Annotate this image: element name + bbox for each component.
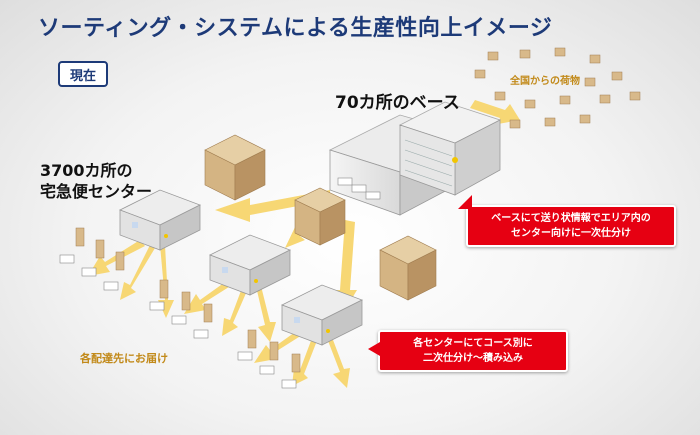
page-title: ソーティング・システムによる生産性向上イメージ [38, 16, 553, 41]
delivery-label: 各配達先にお届け [80, 352, 168, 365]
center-building-2 [209, 234, 291, 296]
center-building-1 [119, 189, 201, 251]
centers-label-line2: 宅急便センター [40, 182, 153, 201]
box-stack [204, 134, 437, 301]
delivery-vans [59, 254, 297, 389]
base-callout-line1: ベースにて送り状情報でエリア内の [491, 213, 651, 224]
parcel-piles [75, 227, 301, 373]
center-callout-line1: 各センターにてコース別に [413, 338, 533, 349]
base-building [328, 101, 502, 216]
cargo-label: 全国からの荷物 [510, 76, 580, 87]
incoming-parcels [474, 47, 641, 129]
center-callout-line2: 二次仕分け～積み込み [423, 353, 523, 364]
centers-label: 3700カ所の 宅急便センター [40, 160, 152, 202]
center-sorting-callout: 各センターにてコース別に 二次仕分け～積み込み [368, 330, 568, 372]
base-callout-line2: センター向けに一次仕分け [511, 228, 631, 239]
base-label: 70カ所のベース [335, 93, 460, 113]
centers-label-line1: 3700カ所の [40, 161, 133, 180]
status-badge: 現在 [58, 61, 108, 87]
center-building-3 [281, 284, 363, 346]
base-sorting-callout: ベースにて送り状情報でエリア内の センター向けに一次仕分け [458, 195, 676, 247]
